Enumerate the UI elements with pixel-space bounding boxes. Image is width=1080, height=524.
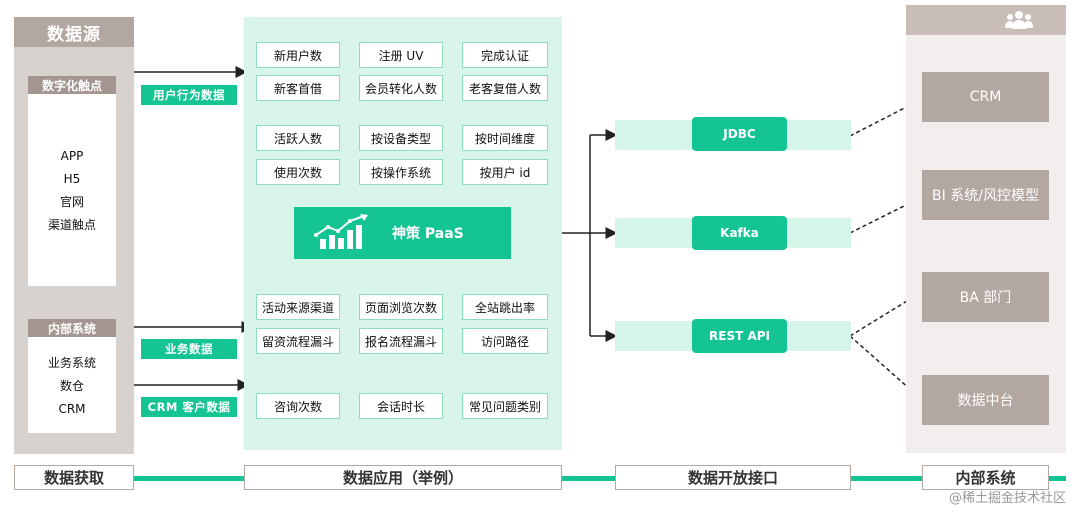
metric-box: 报名流程漏斗	[359, 328, 443, 354]
metric-box: 活动来源渠道	[256, 294, 340, 320]
target-ba-department: BA 部门	[922, 272, 1049, 322]
metric-box: 老客复借人数	[462, 75, 548, 101]
target-bi-risk-model: BI 系统/风控模型	[922, 170, 1049, 220]
tag-user-behavior-data: 用户行为数据	[141, 85, 237, 105]
touchpoint-item: 渠道触点	[47, 218, 96, 232]
target-data-middle-platform: 数据中台	[922, 375, 1049, 425]
internal-item: 数仓	[59, 379, 84, 393]
metric-box: 新客首借	[256, 75, 340, 101]
internal-systems-label: 内部系统	[28, 319, 116, 337]
people-group-icon	[1005, 11, 1033, 29]
touchpoints-card	[28, 94, 116, 286]
touchpoint-item: APP	[60, 149, 84, 163]
metric-box: 页面浏览次数	[359, 294, 443, 320]
interface-rest-api: REST API	[692, 319, 787, 353]
interface-kafka: Kafka	[692, 216, 787, 250]
metric-box: 新用户数	[256, 42, 340, 68]
metric-box: 按操作系统	[359, 159, 443, 185]
metric-box: 常见问题类别	[462, 393, 548, 419]
tag-business-data: 业务数据	[141, 339, 237, 359]
touchpoints-list: APP H5 官网 渠道触点	[28, 145, 116, 237]
internal-item: CRM	[58, 402, 86, 416]
metric-box: 会话时长	[359, 393, 443, 419]
tag-crm-customer-data: CRM 客户数据	[141, 397, 237, 417]
stage-data-application: 数据应用（举例）	[244, 465, 562, 490]
data-source-title: 数据源	[14, 17, 134, 47]
growth-chart-icon	[314, 214, 368, 249]
internal-systems-card	[28, 337, 116, 433]
metric-box: 按用户 id	[462, 159, 548, 185]
metric-box: 按时间维度	[462, 125, 548, 151]
touchpoint-item: 官网	[59, 195, 84, 209]
metric-box: 会员转化人数	[359, 75, 443, 101]
metric-box: 使用次数	[256, 159, 340, 185]
internal-item: 业务系统	[47, 356, 96, 370]
stage-data-acquisition: 数据获取	[14, 465, 134, 490]
internal-systems-list: 业务系统 数仓 CRM	[28, 352, 116, 421]
metric-box: 按设备类型	[359, 125, 443, 151]
watermark: @稀土掘金技术社区	[948, 491, 1066, 506]
metric-box: 咨询次数	[256, 393, 340, 419]
stage-data-open-interface: 数据开放接口	[615, 465, 851, 490]
stage-internal-systems: 内部系统	[922, 465, 1049, 490]
touchpoint-item: H5	[63, 172, 81, 186]
paas-block	[294, 207, 511, 259]
metric-box: 完成认证	[462, 42, 548, 68]
paas-label: 神策 PaaS	[392, 226, 464, 242]
metric-box: 留资流程漏斗	[256, 328, 340, 354]
metric-box: 活跃人数	[256, 125, 340, 151]
target-crm: CRM	[922, 72, 1049, 122]
metric-box: 访问路径	[462, 328, 548, 354]
metric-box: 全站跳出率	[462, 294, 548, 320]
internal-systems-header	[906, 5, 1066, 35]
metric-box: 注册 UV	[359, 42, 443, 68]
touchpoints-label: 数字化触点	[28, 76, 116, 94]
interface-jdbc: JDBC	[692, 117, 787, 151]
